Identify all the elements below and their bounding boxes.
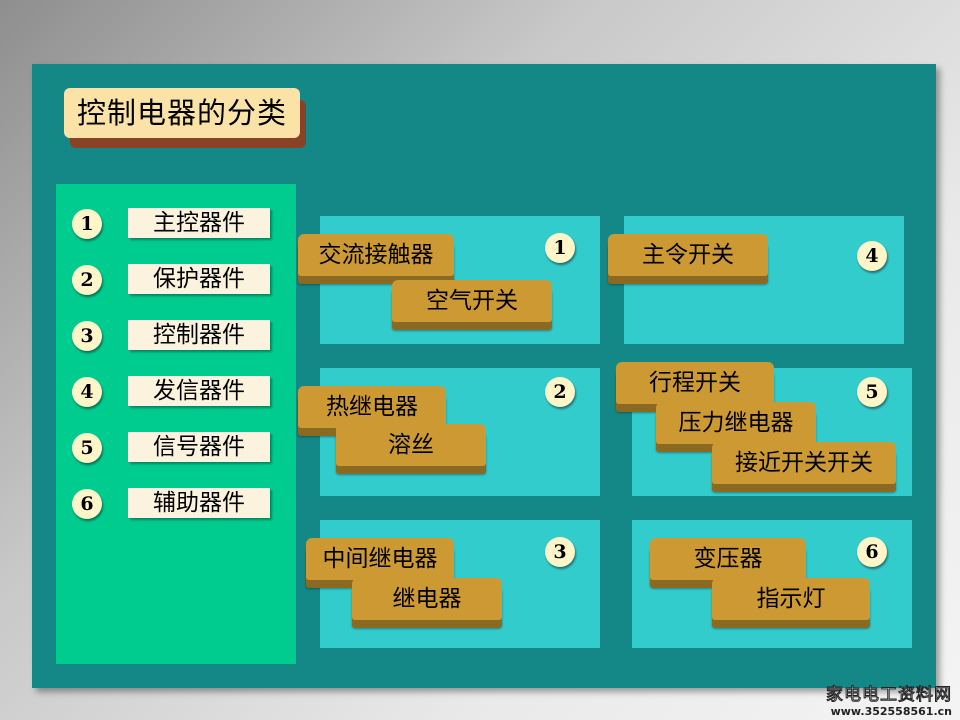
group-number: 2 — [545, 377, 575, 407]
device-tag: 中间继电器 — [306, 538, 454, 580]
category-panel — [56, 184, 296, 664]
device-tag: 热继电器 — [298, 386, 446, 428]
title-card: 控制电器的分类 — [64, 88, 306, 148]
watermark-site-name: 家电电工资料网 — [826, 685, 952, 706]
category-label: 主控器件 — [128, 208, 270, 238]
category-label: 信号器件 — [128, 432, 270, 462]
device-tag: 继电器 — [352, 578, 502, 620]
group-number: 5 — [857, 377, 887, 407]
category-number: 6 — [72, 489, 102, 519]
group-number: 6 — [857, 537, 887, 567]
category-label: 辅助器件 — [128, 488, 270, 518]
device-tag: 空气开关 — [392, 280, 552, 322]
device-tag: 溶丝 — [336, 424, 486, 466]
group-number: 4 — [857, 241, 887, 271]
device-tag: 接近开关开关 — [712, 442, 896, 484]
watermark-url: www.352558561.cn — [830, 705, 952, 718]
device-tag: 指示灯 — [712, 578, 870, 620]
category-number: 3 — [72, 321, 102, 351]
device-tag: 压力继电器 — [656, 402, 816, 444]
category-label: 保护器件 — [128, 264, 270, 294]
device-tag: 交流接触器 — [298, 234, 454, 276]
group-number: 1 — [545, 233, 575, 263]
site-watermark: 家电电工资料网 www.352558561.cn — [826, 680, 953, 719]
category-number: 5 — [72, 433, 102, 463]
category-number: 1 — [72, 209, 102, 239]
device-tag: 行程开关 — [616, 362, 774, 404]
device-tag: 主令开关 — [608, 234, 768, 276]
category-number: 2 — [72, 265, 102, 295]
device-tag: 变压器 — [650, 538, 806, 580]
page-title: 控制电器的分类 — [64, 88, 300, 138]
group-number: 3 — [545, 537, 575, 567]
category-label: 控制器件 — [128, 320, 270, 350]
category-number: 4 — [72, 377, 102, 407]
category-label: 发信器件 — [128, 376, 270, 406]
